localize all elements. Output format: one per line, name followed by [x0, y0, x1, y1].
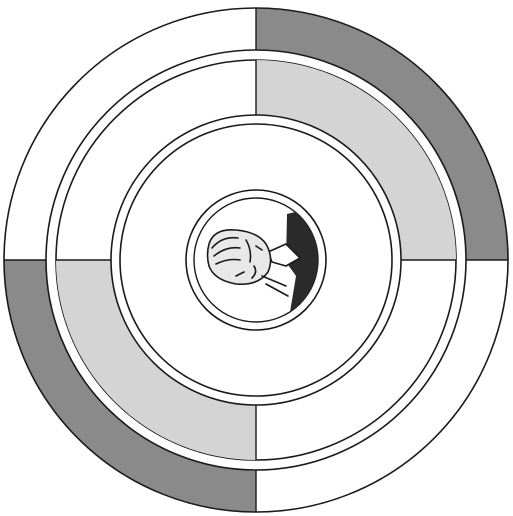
portrait-head: [208, 230, 271, 284]
center-medallion: [186, 190, 326, 330]
